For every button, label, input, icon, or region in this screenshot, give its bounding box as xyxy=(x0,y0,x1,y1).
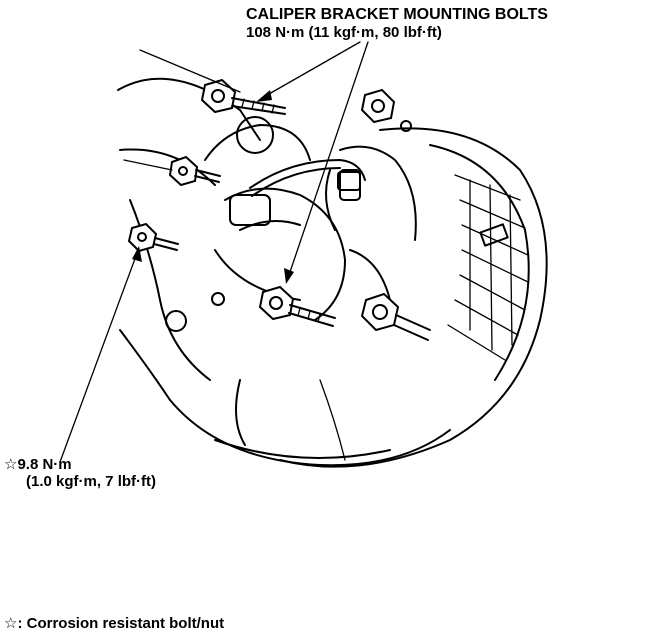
rotor-rim xyxy=(169,379,451,467)
caliper-bolt-right xyxy=(360,88,431,341)
bracket-bolts-torque: 108 N·m (11 kgf·m, 80 lbf·ft) xyxy=(246,24,442,42)
brake-disc xyxy=(279,127,548,468)
bracket-bolts-callout: CALIPER BRACKET MOUNTING BOLTS 108 N·m (… xyxy=(246,6,548,42)
legend-note: ☆: Corrosion resistant bolt/nut xyxy=(4,615,225,632)
caliper-body xyxy=(214,145,417,321)
bracket-bolts-title: CALIPER BRACKET MOUNTING BOLTS xyxy=(246,6,548,23)
corrosion-bolt-callout: ☆9.8 N·m (1.0 kgf·m, 7 lbf·ft) xyxy=(4,456,156,491)
steering-knuckle xyxy=(117,77,311,446)
corrosion-bolt-lower xyxy=(127,222,179,253)
bracket-bolt-lower xyxy=(258,285,336,327)
brake-hose xyxy=(249,159,366,197)
corrosion-bolt-upper xyxy=(168,155,221,187)
leader-lines xyxy=(59,41,369,463)
bracket-bolt-upper xyxy=(200,78,286,115)
corrosion-bolt-torque: ☆9.8 N·m xyxy=(4,456,72,473)
corrosion-bolt-torque-alt: (1.0 kgf·m, 7 lbf·ft) xyxy=(26,473,156,491)
